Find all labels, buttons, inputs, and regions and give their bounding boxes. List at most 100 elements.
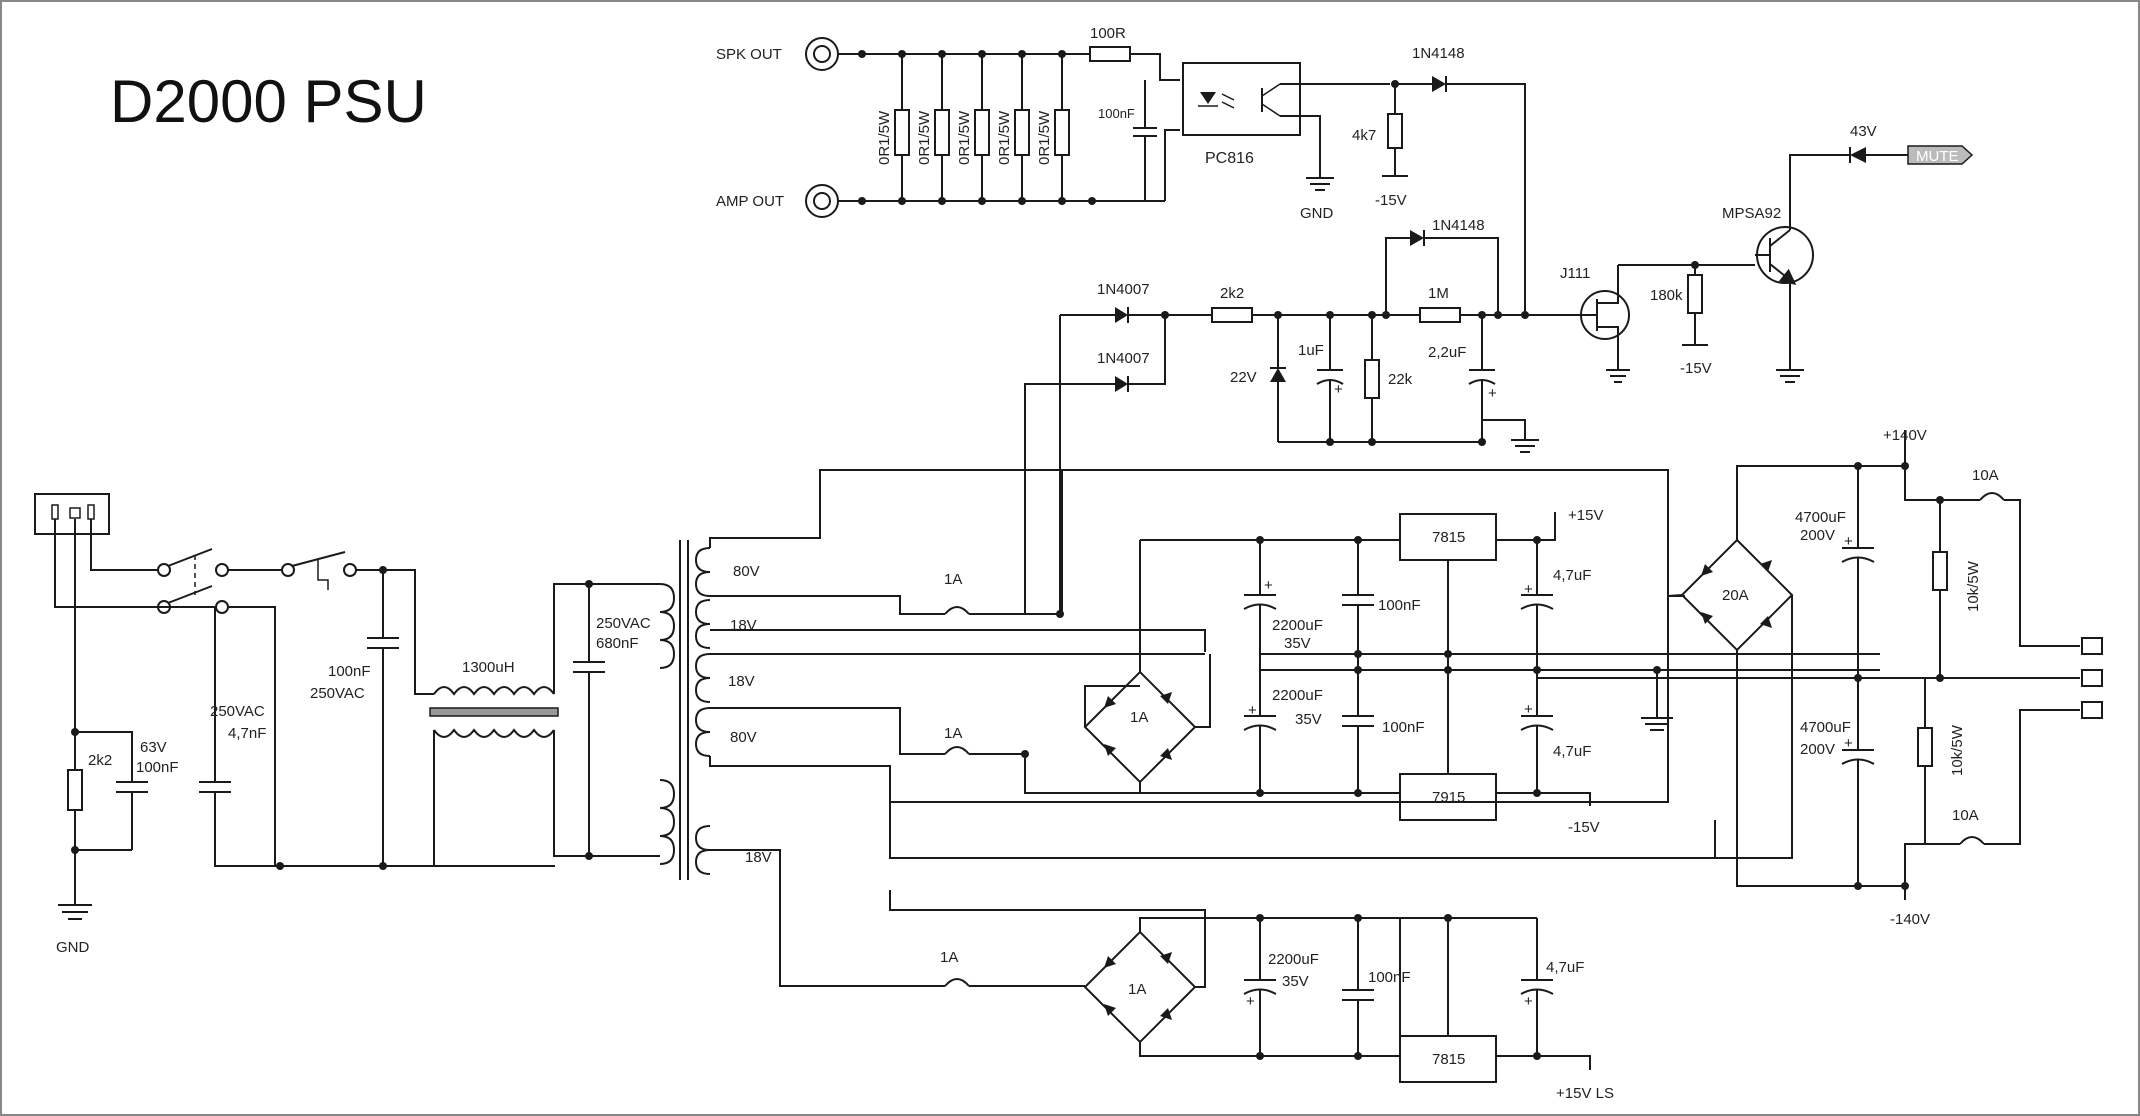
transistor-mpsa92 (1755, 154, 1850, 370)
v35-label-2: 35V (1295, 711, 1322, 728)
r-1m-label: 1M (1428, 285, 1449, 302)
diode-icon (1104, 696, 1116, 708)
fuse-10a-label-2: 10A (1952, 807, 1979, 824)
mute-connector (1907, 145, 1974, 165)
diode-icon (1760, 616, 1772, 628)
d-1n4148-label-mid: 1N4148 (1432, 217, 1485, 234)
c-2200uf-label-1: 2200uF (1272, 617, 1323, 634)
plus-sign: + (1264, 577, 1273, 594)
r-sense-label-5: 0R1/5W (1036, 110, 1053, 165)
bridge-1a-label-1: 1A (1130, 709, 1148, 726)
plus-sign: + (1524, 993, 1533, 1010)
terminal-neg140 (2081, 701, 2103, 719)
c-63v-label: 63V (140, 739, 167, 756)
plus-sign: + (1248, 702, 1257, 719)
c-100nf-label-r3: 100nF (1368, 969, 1411, 986)
diode-icon (1115, 376, 1128, 392)
gnd-label-bottom: GND (56, 939, 90, 956)
resistor-10k5w-2 (1917, 727, 1933, 767)
diode-icon (1701, 564, 1713, 576)
resistor-180k (1687, 274, 1703, 314)
r-sense-label-4: 0R1/5W (996, 110, 1013, 165)
v43-label: 43V (1850, 123, 1877, 140)
r-sense-label-1: 0R1/5W (876, 110, 893, 165)
neg15-label-bottom: -15V (1568, 819, 1600, 836)
diode-icon (1160, 952, 1172, 964)
r-2k2-label-gnd: 2k2 (88, 752, 112, 769)
v18-label-2: 18V (728, 673, 755, 690)
resistor-100r (1089, 46, 1131, 62)
c-2200uf-label-2: 2200uF (1272, 687, 1323, 704)
ground-icon (1306, 177, 1334, 191)
opto-label: PC816 (1205, 150, 1254, 167)
r-10k5w-label-2: 10k/5W (1949, 724, 1966, 776)
c-250vac-label: 250VAC (210, 703, 265, 720)
iec-inlet (34, 493, 110, 535)
pos140-label: +140V (1883, 427, 1927, 444)
diode-icon (1410, 230, 1424, 246)
terminal-gnd (2081, 669, 2103, 687)
terminal-pos140 (2081, 637, 2103, 655)
pm15-section: 1A + + 2200uF 35V 2200uF 35V 100nF 100nF… (1083, 507, 1880, 836)
transformer (659, 540, 711, 880)
diode-icon (1115, 307, 1128, 323)
d-1n4148-label-top: 1N4148 (1412, 45, 1465, 62)
plus-sign: + (1524, 581, 1533, 598)
v200-label-2: 200V (1800, 741, 1835, 758)
fuse-10a-label-1: 10A (1972, 467, 1999, 484)
c-2-2uf-label: 2,2uF (1428, 344, 1466, 361)
neg140-label: -140V (1890, 911, 1930, 928)
sense-resistors (858, 50, 1096, 205)
bridge-20a-label: 20A (1722, 587, 1749, 604)
c-100nf-label: 100nF (136, 759, 179, 776)
c-2200uf-label-3: 2200uF (1268, 951, 1319, 968)
c-4-7nf-label: 4,7nF (228, 725, 266, 742)
resistor-10k5w-1 (1932, 551, 1948, 591)
c-250vac-3-label: 250VAC (596, 615, 651, 632)
d-1n4007-label-1: 1N4007 (1097, 281, 1150, 298)
mute-timer-section: 1N4007 1N4007 2k2 22V 1uF + 22k 1N4148 1… (1060, 123, 1974, 453)
jfet-label: J111 (1560, 265, 1590, 282)
r-2k2-label-timer: 2k2 (1220, 285, 1244, 302)
neg15-label-top: -15V (1375, 192, 1407, 209)
c-100nf-small-label: 100nF (1098, 106, 1135, 121)
resistor-1m (1419, 307, 1461, 323)
d-1n4007-label-2: 1N4007 (1097, 350, 1150, 367)
resistor-2k2-gnd (67, 769, 83, 811)
reg-7915-label: 7915 (1432, 789, 1465, 806)
v18-label-1: 18V (730, 617, 757, 634)
secondary-wiring: 1A 1A (709, 315, 1716, 859)
plus-sign: + (1844, 735, 1853, 752)
resistor-4k7 (1387, 113, 1403, 149)
plus-sign: + (1844, 533, 1853, 550)
resistor-22k (1364, 359, 1380, 399)
amp-out-label: AMP OUT (716, 193, 784, 210)
r-100r-label: 100R (1090, 25, 1126, 42)
pnp-label: MPSA92 (1722, 205, 1781, 222)
diode-icon (1432, 76, 1446, 92)
optocoupler-pc816 (1182, 62, 1301, 136)
v80-label-1: 80V (733, 563, 760, 580)
l-1300uh-label: 1300uH (462, 659, 515, 676)
r-10k5w-label-1: 10k/5W (1965, 560, 1982, 612)
pm140-section: 20A + + 4700uF 200V 4700uF 200V +140V 10… (889, 427, 2103, 928)
plus-sign: + (1488, 385, 1497, 402)
diode-icon (1104, 744, 1116, 756)
c-100nf-label-r2: 100nF (1382, 719, 1425, 736)
v35-label-3: 35V (1282, 973, 1309, 990)
r-sense-label-2: 0R1/5W (916, 110, 933, 165)
c-4700uf-label-1: 4700uF (1795, 509, 1846, 526)
c-100nf-label-r1: 100nF (1378, 597, 1421, 614)
spk-out-label: SPK OUT (716, 46, 782, 63)
zener-icon (1270, 368, 1286, 382)
diode-icon (1850, 147, 1866, 163)
r-sense-label-3: 0R1/5W (956, 110, 973, 165)
bridge-1a-label-2: 1A (1128, 981, 1146, 998)
c-4-7uf-label-3: 4,7uF (1546, 959, 1584, 976)
plus-sign: + (1334, 381, 1343, 398)
pos15-ls-section: 1A 1A + 2200uF 35V 100nF 7815 +15V LS + … (710, 849, 1614, 1102)
reg-7815-label-1: 7815 (1432, 529, 1465, 546)
v200-label-1: 200V (1800, 527, 1835, 544)
diode-icon (1104, 956, 1116, 968)
jfet-j111 (1580, 265, 1630, 370)
